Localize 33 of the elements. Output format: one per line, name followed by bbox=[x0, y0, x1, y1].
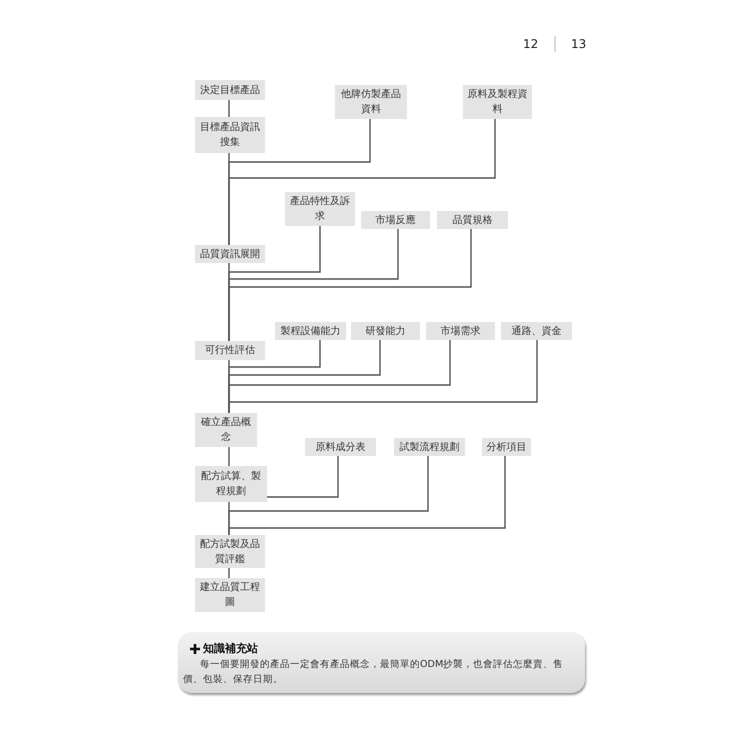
process-box: 建立品質工程圖 bbox=[195, 578, 265, 612]
connector-line bbox=[228, 100, 230, 117]
connector-line bbox=[267, 456, 339, 498]
process-box: 試製流程規劃 bbox=[394, 438, 465, 456]
note-box bbox=[178, 632, 585, 693]
process-box: 通路、資金 bbox=[501, 322, 572, 340]
process-box: 分析項目 bbox=[482, 438, 531, 456]
process-box: 產品特性及訴求 bbox=[285, 192, 355, 226]
connector-line bbox=[228, 456, 506, 535]
connector-line bbox=[228, 447, 230, 466]
process-box: 他牌仿製產品資料 bbox=[335, 85, 407, 119]
process-box: 原料成分表 bbox=[305, 438, 376, 456]
process-box: 目標產品資訊搜集 bbox=[195, 117, 265, 153]
process-box: 配方試算、製程規劃 bbox=[195, 466, 267, 502]
note-text: 每一個要開發的產品一定會有產品概念，最簡單的ODM抄襲，也會評估怎麼賣、售價、包裝、保存日期。 bbox=[183, 658, 564, 687]
process-box: 市場需求 bbox=[426, 322, 495, 340]
process-box: 市場反應 bbox=[361, 211, 430, 229]
connector-line bbox=[228, 229, 472, 341]
note-heading: 知識補充站 bbox=[203, 641, 258, 656]
process-box: 製程設備能力 bbox=[275, 322, 346, 340]
page-number: 12 bbox=[523, 37, 538, 51]
connector-line bbox=[228, 340, 538, 413]
process-box: 品質資訊展開 bbox=[195, 245, 265, 263]
connector-line bbox=[228, 119, 496, 245]
process-box: 確立產品概念 bbox=[195, 413, 257, 447]
process-box: 品質規格 bbox=[437, 211, 508, 229]
page-number: 13 bbox=[571, 37, 586, 51]
process-box: 研發能力 bbox=[351, 322, 420, 340]
connector-line bbox=[228, 568, 230, 578]
process-box: 原料及製程資料 bbox=[463, 85, 532, 119]
process-box: 可行性評估 bbox=[195, 341, 265, 360]
process-box: 配方試製及品質評鑑 bbox=[195, 535, 265, 568]
process-box: 決定目標產品 bbox=[195, 80, 265, 100]
